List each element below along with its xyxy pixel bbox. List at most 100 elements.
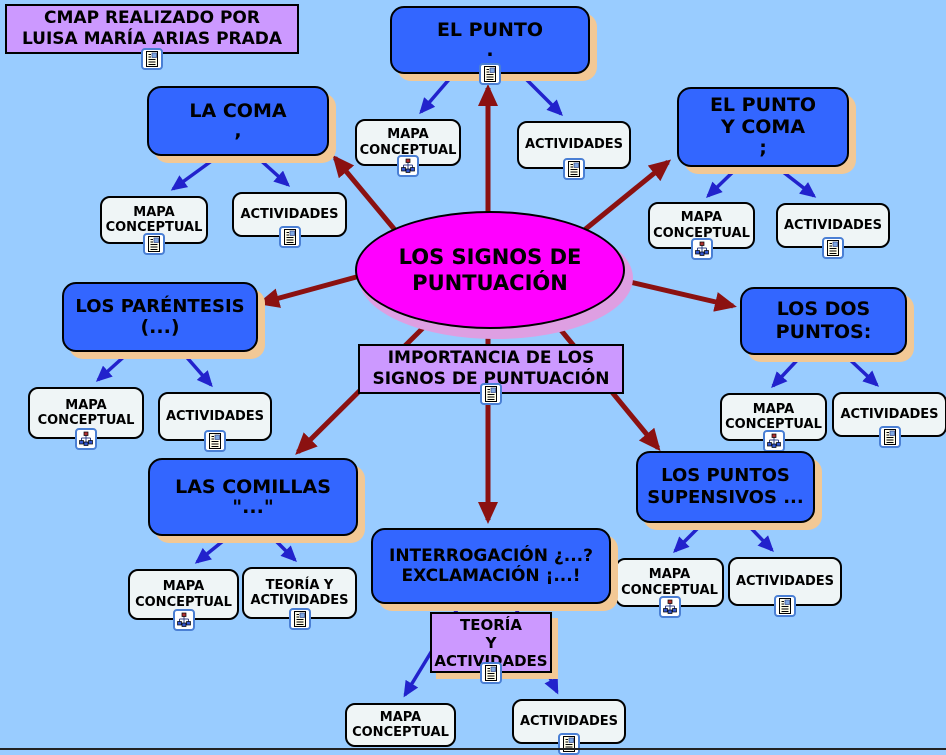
leaf-parentesis-mapa-conceptual[interactable]: MAPA CONCEPTUAL: [28, 387, 144, 450]
node-comillas[interactable]: LAS COMILLAS "...": [148, 458, 358, 536]
node-teoria-actividades[interactable]: TEORÍA Y ACTIVIDADES: [430, 612, 552, 684]
link-suspensivos-mapa: [673, 522, 704, 553]
leaf-label: CONCEPTUAL: [621, 582, 718, 598]
linking-label: IMPORTANCIA DE LOS: [387, 347, 595, 368]
node-la-coma[interactable]: LA COMA ,: [147, 86, 329, 156]
document-resource-icon[interactable]: [480, 662, 502, 684]
leaf-label: CONCEPTUAL: [352, 725, 449, 740]
node-label: EL PUNTO: [436, 18, 544, 41]
link-la-coma-actividades: [255, 155, 291, 187]
link-pyc-mapa: [705, 166, 739, 198]
document-resource-icon[interactable]: [204, 430, 226, 452]
leaf-el-punto-mapa-conceptual[interactable]: MAPA CONCEPTUAL: [355, 119, 461, 177]
link-suspensivos-actividades: [745, 522, 774, 553]
concept-map-resource-icon[interactable]: [690, 238, 713, 260]
linking-label: Y: [485, 633, 497, 652]
author-line: LUISA MARÍA ARIAS PRADA: [21, 29, 283, 49]
document-resource-icon[interactable]: [480, 383, 502, 405]
leaf-interrogacion-mapa-conceptual[interactable]: MAPA CONCEPTUAL: [345, 703, 456, 747]
leaf-label: MAPA: [133, 204, 175, 220]
leaf-interrogacion-actividades[interactable]: ACTIVIDADES: [512, 699, 626, 755]
node-label: EXCLAMACIÓN ¡...!: [401, 566, 581, 586]
leaf-suspensivos-mapa-conceptual[interactable]: MAPA CONCEPTUAL: [615, 558, 724, 618]
node-label: EL PUNTO: [709, 94, 817, 117]
node-symbol: .: [486, 39, 494, 62]
leaf-la-coma-actividades[interactable]: ACTIVIDADES: [232, 192, 347, 248]
link-dos-puntos-actividades: [844, 354, 880, 387]
document-resource-icon[interactable]: [143, 233, 165, 255]
author-line: CMAP REALIZADO POR: [44, 7, 260, 28]
leaf-punto-y-coma-actividades[interactable]: ACTIVIDADES: [776, 203, 890, 259]
node-importancia[interactable]: IMPORTANCIA DE LOS SIGNOS DE PUNTUACIÓN: [358, 344, 624, 405]
node-dos-puntos[interactable]: LOS DOS PUNTOS:: [740, 287, 907, 355]
leaf-label: TEORÍA Y: [265, 577, 334, 593]
leaf-comillas-mapa-conceptual[interactable]: MAPA CONCEPTUAL: [128, 569, 239, 631]
linking-label: ACTIVIDADES: [434, 651, 548, 670]
link-la-coma-mapa: [170, 155, 219, 191]
leaf-label: MAPA: [752, 401, 795, 417]
node-interrogacion-exclamacion[interactable]: INTERROGACIÓN ¿...? EXCLAMACIÓN ¡...!: [371, 528, 611, 604]
leaf-label: CONCEPTUAL: [725, 417, 822, 432]
leaf-label: MAPA: [387, 127, 429, 143]
leaf-label: ACTIVIDADES: [735, 573, 835, 589]
concept-map-resource-icon[interactable]: [75, 428, 97, 450]
node-author[interactable]: CMAP REALIZADO POR LUISA MARÍA ARIAS PRA…: [5, 4, 299, 70]
document-resource-icon[interactable]: [141, 48, 163, 70]
node-center-los-signos[interactable]: LOS SIGNOS DE PUNTUACIÓN: [355, 211, 625, 329]
document-resource-icon[interactable]: [878, 426, 901, 448]
node-label: SUPENSIVOS ...: [647, 487, 804, 508]
document-resource-icon[interactable]: [563, 158, 585, 180]
window-bottom-edge: [0, 748, 946, 750]
leaf-dos-puntos-actividades[interactable]: ACTIVIDADES: [832, 392, 946, 448]
document-resource-icon[interactable]: [558, 733, 580, 755]
node-punto-y-coma[interactable]: EL PUNTO Y COMA ;: [677, 87, 849, 167]
leaf-dos-puntos-mapa-conceptual[interactable]: MAPA CONCEPTUAL: [720, 393, 827, 452]
leaf-label: CONCEPTUAL: [359, 142, 457, 158]
leaf-el-punto-actividades[interactable]: ACTIVIDADES: [517, 121, 631, 180]
link-center-parentesis: [257, 273, 361, 308]
concept-map-resource-icon[interactable]: [172, 609, 195, 631]
document-resource-icon[interactable]: [822, 237, 844, 259]
node-label: INTERROGACIÓN ¿...?: [389, 545, 593, 566]
node-label: LOS PUNTOS: [661, 465, 790, 487]
document-resource-icon[interactable]: [278, 226, 301, 248]
node-label: Y COMA: [720, 116, 806, 139]
document-resource-icon[interactable]: [774, 595, 796, 617]
leaf-label: MAPA: [162, 579, 205, 595]
document-resource-icon[interactable]: [288, 608, 311, 630]
center-label: LOS SIGNOS DE: [398, 244, 582, 269]
node-label: LOS DOS: [776, 298, 871, 321]
node-el-punto[interactable]: EL PUNTO .: [390, 6, 590, 85]
leaf-parentesis-actividades[interactable]: ACTIVIDADES: [158, 392, 272, 452]
node-label: LAS COMILLAS: [175, 475, 331, 498]
leaf-label: ACTIVIDADES: [519, 713, 619, 729]
linking-label: TEORÍA: [460, 615, 522, 634]
node-label: PUNTOS:: [775, 321, 872, 343]
link-parentesis-mapa: [95, 351, 130, 382]
link-el-punto-actividades: [521, 74, 563, 116]
concept-map-resource-icon[interactable]: [762, 430, 785, 452]
concept-map-resource-icon[interactable]: [658, 596, 681, 618]
leaf-label: ACTIVIDADES: [240, 206, 339, 222]
leaf-label: CONCEPTUAL: [653, 225, 750, 241]
node-symbol: ,: [234, 120, 242, 143]
leaf-comillas-teoria-actividades[interactable]: TEORÍA Y ACTIVIDADES: [242, 567, 357, 630]
linking-label: SIGNOS DE PUNTUACIÓN: [372, 369, 610, 389]
leaf-la-coma-mapa-conceptual[interactable]: MAPA CONCEPTUAL: [100, 196, 208, 255]
leaf-label: MAPA: [65, 397, 107, 413]
leaf-label: CONCEPTUAL: [105, 220, 203, 235]
concept-map-resource-icon[interactable]: [397, 155, 419, 177]
node-puntos-suspensivos[interactable]: LOS PUNTOS SUPENSIVOS ...: [636, 451, 815, 523]
leaf-label: ACTIVIDADES: [783, 217, 883, 233]
leaf-suspensivos-actividades[interactable]: ACTIVIDADES: [728, 557, 842, 617]
center-label: PUNTUACIÓN: [412, 271, 568, 295]
node-symbol: "...": [232, 496, 274, 519]
node-parentesis[interactable]: LOS PARÉNTESIS (...): [62, 282, 258, 352]
leaf-label: MAPA: [379, 709, 422, 725]
link-parentesis-actividades: [181, 351, 213, 388]
document-resource-icon[interactable]: [479, 63, 501, 85]
leaf-label: ACTIVIDADES: [165, 408, 265, 424]
leaf-label: ACTIVIDADES: [524, 137, 624, 153]
leaf-punto-y-coma-mapa-conceptual[interactable]: MAPA CONCEPTUAL: [648, 202, 755, 260]
